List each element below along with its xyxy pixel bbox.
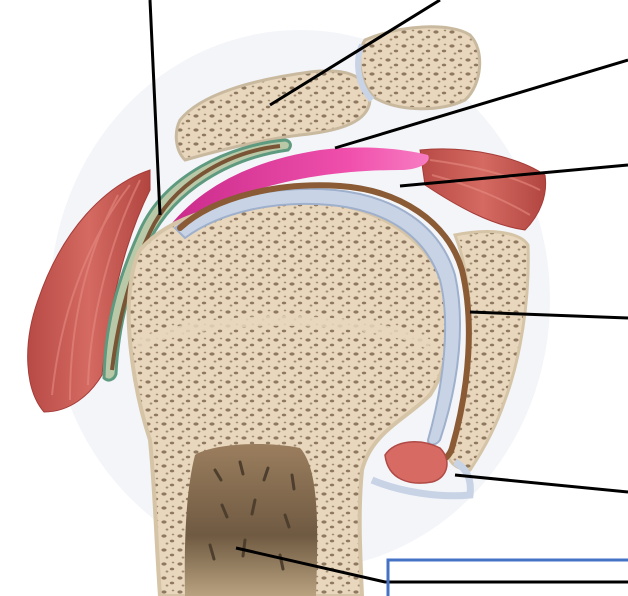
supraspinatus-fibers: [429, 159, 541, 216]
glenoid-labrum: [384, 441, 448, 484]
deltoid-muscle-fibers: [51, 179, 141, 401]
leader-line-2: [269, 0, 441, 107]
medullary-texture: [208, 460, 296, 571]
supraspinatus-muscle: [419, 148, 547, 231]
subdeltoid-bursa: [102, 138, 292, 382]
leader-line-7: [235, 546, 628, 584]
leader-line-4: [399, 163, 628, 188]
acromion-bone: [174, 69, 372, 162]
inferior-capsule: [370, 458, 474, 500]
clavicle-bone: [358, 25, 482, 111]
leader-line-1: [148, 0, 162, 216]
epiphyseal-line: [132, 315, 433, 350]
synovial-cavity: [177, 182, 472, 467]
subacromial-bursa: [165, 147, 429, 240]
medullary-cavity: [184, 444, 318, 596]
leader-line-5: [469, 310, 628, 320]
subdeltoid-bursa-lumen: [110, 144, 281, 371]
leader-line-6: [454, 473, 628, 494]
answer-box[interactable]: [386, 558, 628, 596]
leader-line-3: [334, 58, 628, 150]
